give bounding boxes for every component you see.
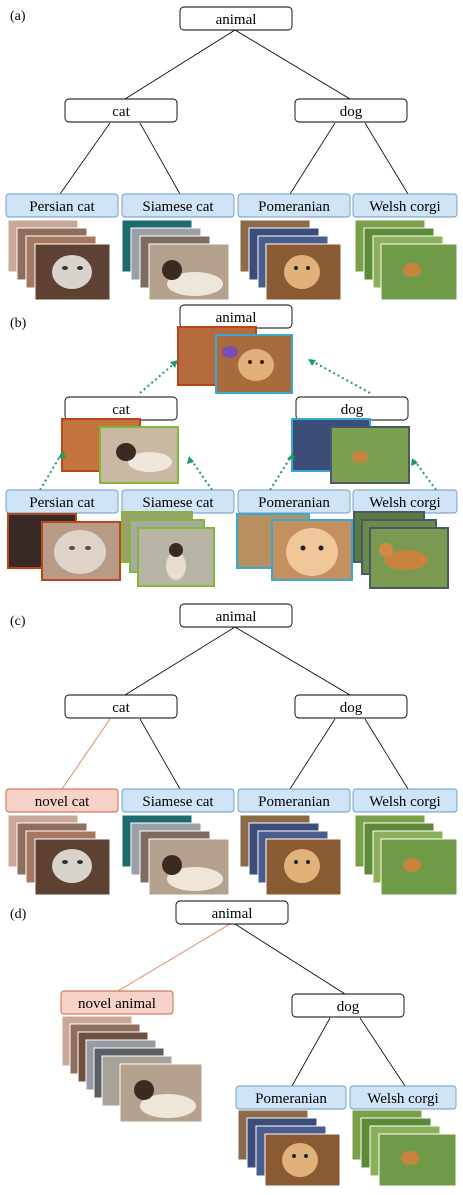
panel-d-edges	[291, 1017, 406, 1087]
leaf-welsh-corgi-label: Welsh corgi	[369, 199, 440, 215]
image-stack-corgi	[354, 219, 458, 301]
image-stack-siamese	[121, 814, 230, 896]
node-dog-label: dog	[341, 402, 364, 418]
image-stack-siamese	[121, 511, 215, 587]
node-animal-label: animal	[216, 310, 257, 326]
image-stack-corgi	[351, 1109, 457, 1187]
node-dog	[294, 98, 408, 123]
image-stack-pomeranian	[236, 513, 353, 581]
arrow-siamese-to-cat	[189, 457, 213, 491]
node-animal-label: animal	[216, 609, 257, 625]
leaf-welsh-corgi	[352, 193, 458, 218]
panel-c-label: (c)	[10, 614, 26, 629]
arrow-pomeranian-to-dog	[269, 454, 293, 491]
panel-a: (a) animal cat dog Persian cat Siamese c…	[5, 6, 458, 301]
panel-c-edges	[124, 626, 409, 790]
leaf-siamese-cat	[121, 788, 235, 813]
node-animal-label: animal	[212, 906, 253, 922]
edge-animal-cat	[124, 626, 236, 696]
panel-c: (c) animal cat dog novel cat Siamese cat…	[5, 603, 458, 896]
leaf-novel-cat	[5, 788, 119, 813]
node-novel-animal	[60, 990, 174, 1015]
edge-dog-corgi	[364, 122, 409, 195]
image-stack-pomeranian	[237, 1109, 341, 1187]
leaf-persian-cat	[5, 193, 119, 218]
edge-dog-corgi	[359, 1017, 406, 1087]
image-stack-novel-animal	[61, 1015, 203, 1123]
edge-cat-novel	[61, 718, 111, 790]
panel-a-label: (a)	[10, 9, 26, 24]
panel-b-dotted-arrows	[39, 359, 437, 491]
node-cat-label: cat	[112, 700, 130, 716]
leaf-persian-cat-label: Persian cat	[29, 495, 95, 511]
edge-animal-dog	[234, 626, 351, 696]
node-cat	[64, 694, 178, 719]
panel-b-arrowheads	[58, 359, 418, 466]
leaf-welsh-corgi-label: Welsh corgi	[369, 495, 440, 511]
panel-a-edges	[59, 29, 409, 195]
node-cat-label: cat	[112, 402, 130, 418]
node-animal	[179, 603, 293, 628]
edge-dog-pomeranian	[291, 1017, 331, 1087]
edge-animal-novel	[117, 923, 231, 992]
node-dog-label: dog	[340, 700, 363, 716]
image-stack-corgi	[354, 814, 458, 896]
node-cat-label: cat	[112, 104, 130, 120]
node-dog-label: dog	[340, 104, 363, 120]
edge-cat-siamese	[139, 718, 181, 790]
node-animal	[179, 6, 293, 31]
panel-d: (d) animal novel animal dog Pomeranian W…	[10, 900, 457, 1187]
leaf-pomeranian-label: Pomeranian	[258, 199, 330, 215]
prototype-dog-corgi	[330, 426, 410, 484]
image-stack-corgi	[353, 511, 449, 589]
arrow-dog-to-animal	[309, 359, 371, 394]
image-stack-pomeranian	[239, 814, 342, 896]
leaf-pomeranian-label: Pomeranian	[255, 1091, 327, 1107]
leaf-novel-cat-label: novel cat	[35, 794, 90, 810]
leaf-pomeranian	[237, 788, 351, 813]
edge-cat-siamese	[139, 122, 181, 195]
panel-d-label: (d)	[10, 907, 27, 922]
node-dog	[291, 993, 405, 1018]
arrow-cat-to-animal	[139, 361, 177, 394]
node-animal-label: animal	[216, 12, 257, 28]
arrow-persian-to-cat	[39, 452, 63, 491]
leaf-pomeranian-label: Pomeranian	[258, 495, 330, 511]
image-stack-persian	[7, 513, 121, 581]
edge-dog-pomeranian	[289, 718, 336, 790]
edge-cat-persian	[59, 122, 111, 195]
edge-dog-pomeranian	[289, 122, 336, 195]
image-stack-persian	[7, 219, 111, 301]
leaf-welsh-corgi	[349, 1085, 457, 1110]
panel-b: (b) animal cat dog	[5, 304, 458, 589]
leaf-siamese-cat-label: Siamese cat	[142, 199, 214, 215]
leaf-pomeranian	[237, 193, 351, 218]
node-animal	[175, 900, 289, 925]
leaf-welsh-corgi	[352, 788, 458, 813]
node-novel-animal-label: novel animal	[78, 996, 156, 1012]
leaf-pomeranian	[235, 1085, 347, 1110]
edge-animal-cat	[124, 29, 236, 100]
leaf-welsh-corgi-label: Welsh corgi	[369, 794, 440, 810]
leaf-siamese-cat-label: Siamese cat	[142, 794, 214, 810]
leaf-pomeranian-label: Pomeranian	[258, 794, 330, 810]
leaf-siamese-cat-label: Siamese cat	[142, 495, 214, 511]
leaf-siamese-cat	[121, 193, 235, 218]
image-stack-pomeranian	[239, 219, 342, 301]
node-dog	[294, 694, 408, 719]
node-cat	[64, 98, 178, 123]
leaf-persian-cat-label: Persian cat	[29, 199, 95, 215]
edge-dog-corgi	[364, 718, 409, 790]
edge-animal-dog	[234, 29, 351, 100]
arrow-corgi-to-dog	[413, 459, 437, 491]
panel-b-label: (b)	[10, 316, 27, 331]
image-stack-novel-cat	[7, 814, 111, 896]
image-stack-siamese	[121, 219, 230, 301]
node-dog-label: dog	[337, 999, 360, 1015]
edge-animal-dog	[234, 923, 346, 995]
leaf-welsh-corgi-label: Welsh corgi	[367, 1091, 438, 1107]
